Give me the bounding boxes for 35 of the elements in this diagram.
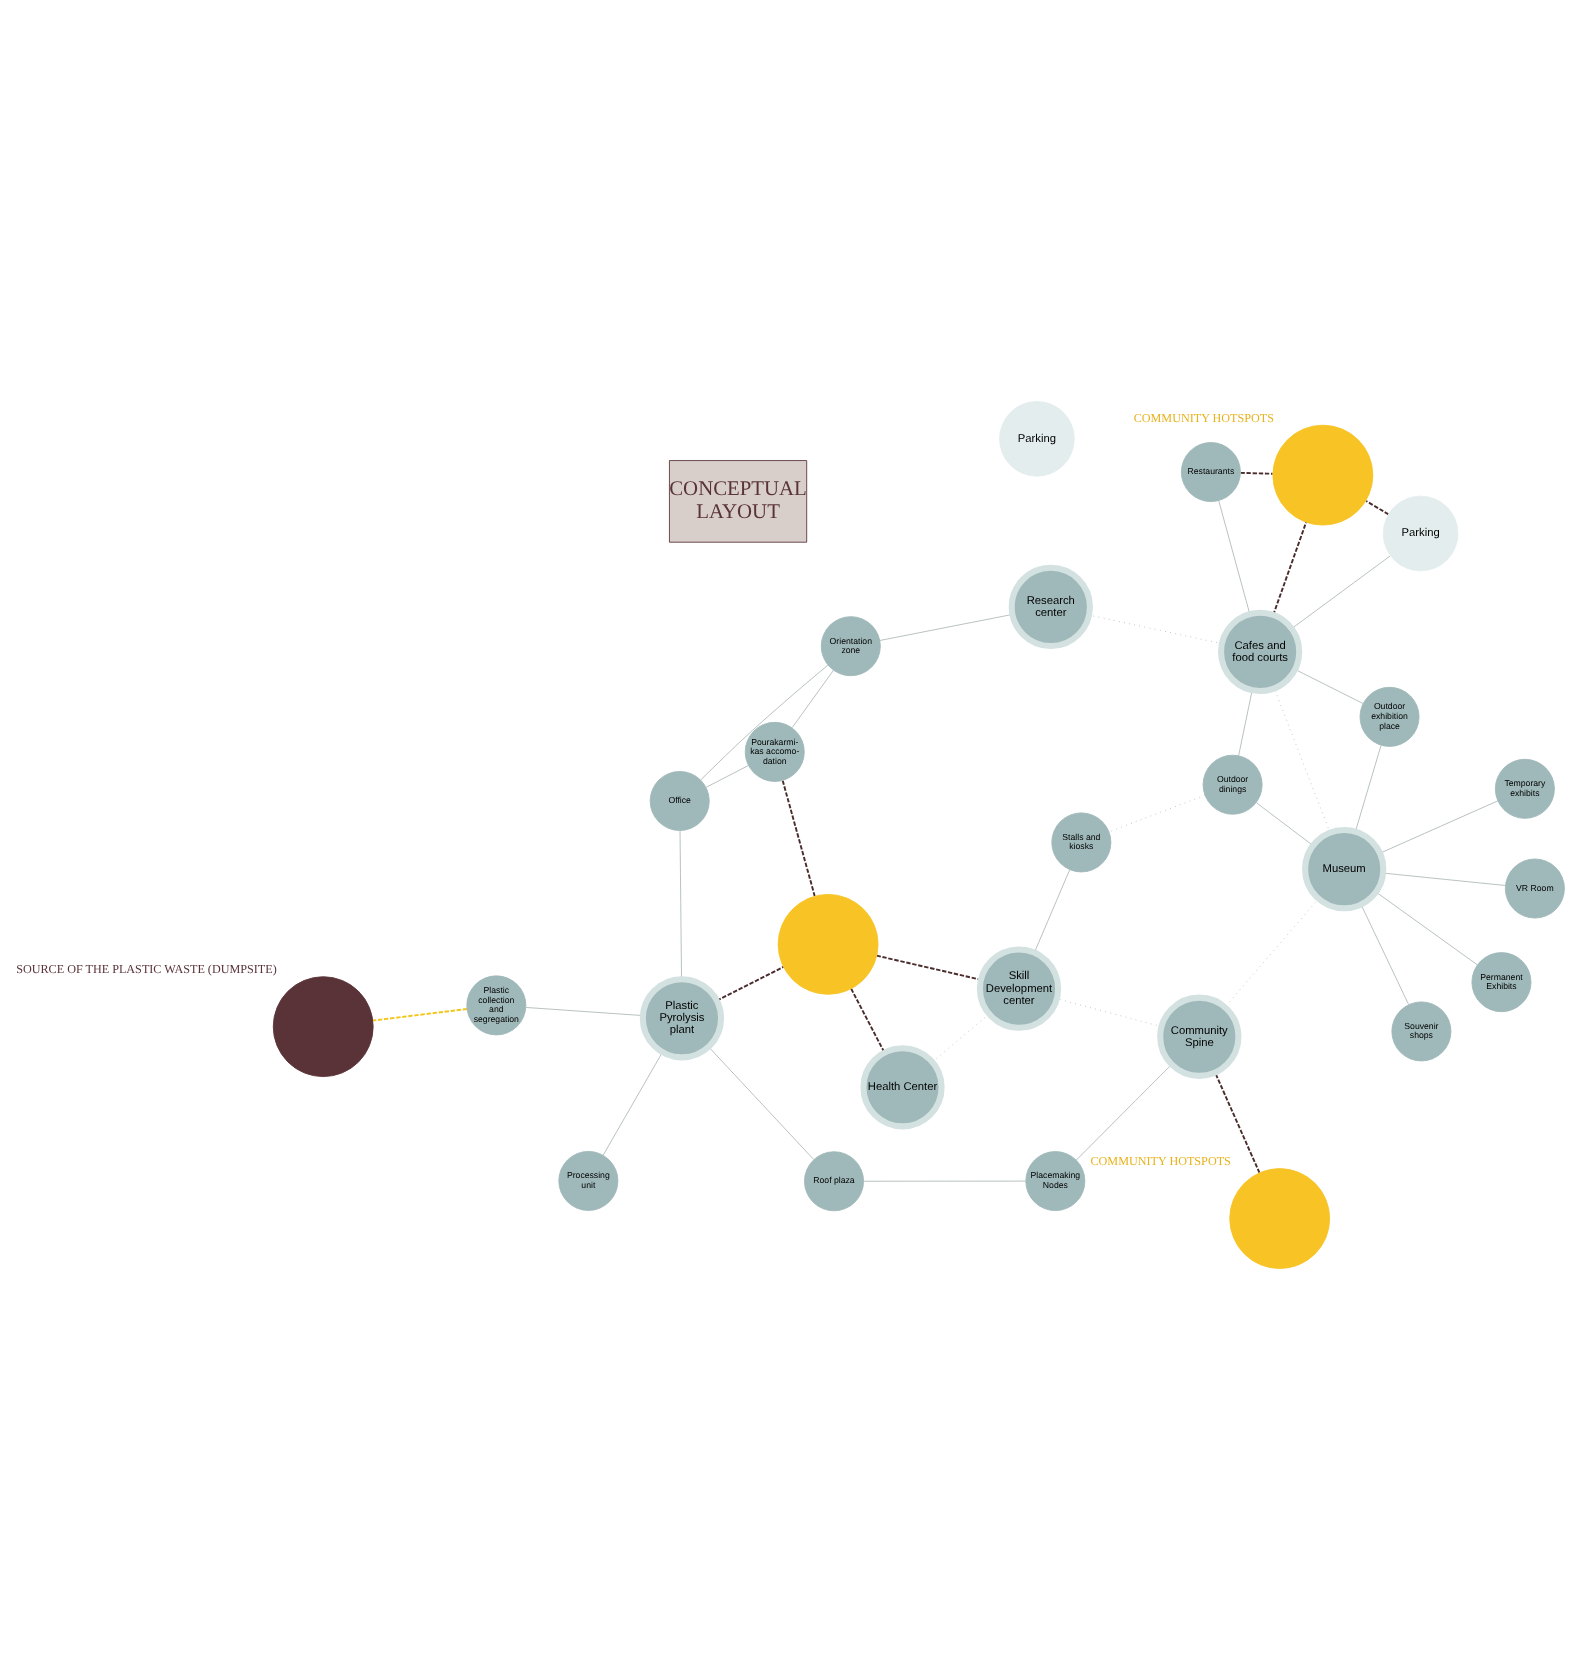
node-circle (777, 893, 879, 995)
connector (1360, 904, 1409, 1005)
connector (781, 779, 816, 897)
connector (1238, 689, 1253, 756)
connector (863, 1180, 1026, 1182)
connector (525, 1007, 644, 1016)
connector (602, 1052, 663, 1156)
connector (1291, 555, 1391, 629)
connector (679, 830, 682, 980)
connector (1075, 1064, 1173, 1161)
connector (1379, 800, 1499, 854)
node-circle (272, 976, 374, 1078)
connector (1214, 1071, 1261, 1174)
connector (705, 765, 749, 788)
connector (1034, 869, 1070, 953)
connector (1375, 891, 1478, 966)
connector (716, 966, 785, 1002)
connector (1355, 744, 1382, 832)
connector (1255, 802, 1314, 846)
connector (879, 614, 1013, 641)
connector (1108, 794, 1206, 833)
connector (875, 954, 982, 981)
connector (372, 1008, 468, 1022)
connector (1365, 500, 1390, 516)
node-box: CONCEPTUAL LAYOUT (669, 460, 808, 543)
connector (791, 669, 834, 728)
connector (708, 1046, 815, 1160)
node-circle (1229, 1168, 1331, 1269)
connector (850, 987, 886, 1054)
connector (1383, 872, 1506, 886)
connector (1272, 521, 1308, 616)
node-circle (1272, 424, 1374, 526)
connector (1294, 669, 1364, 704)
connector (1239, 471, 1274, 475)
connector (1218, 500, 1251, 615)
